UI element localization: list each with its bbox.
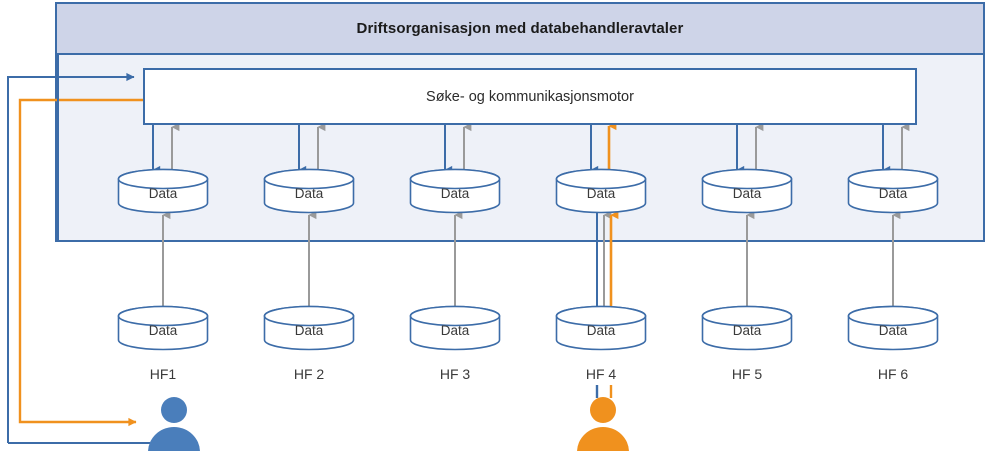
person-icon-hf4-actor[interactable] bbox=[574, 396, 632, 451]
data-store-hf4[interactable]: Data bbox=[555, 168, 647, 214]
source-store-label: Data bbox=[294, 323, 324, 338]
source-to-store-arrows bbox=[162, 210, 901, 307]
source-store-hf4[interactable]: Data bbox=[555, 305, 647, 351]
hf-label-hf3: HF 3 bbox=[439, 366, 471, 382]
person-icon-left-actor[interactable] bbox=[145, 396, 203, 451]
engine-to-store-arrows bbox=[152, 122, 910, 175]
orange-feedback-route bbox=[18, 98, 143, 427]
hf4-actor-links bbox=[595, 385, 613, 398]
blue-feedback-route bbox=[7, 72, 150, 444]
data-store-label: Data bbox=[294, 186, 324, 201]
source-store-label: Data bbox=[586, 323, 616, 338]
data-store-label: Data bbox=[732, 186, 762, 201]
source-store-label: Data bbox=[878, 323, 908, 338]
source-store-hf2[interactable]: Data bbox=[263, 305, 355, 351]
operations-organisation-header: Driftsorganisasjon med databehandleravta… bbox=[55, 2, 985, 55]
data-store-hf3[interactable]: Data bbox=[409, 168, 501, 214]
data-store-hf1[interactable]: Data bbox=[117, 168, 209, 214]
hf-label-hf5: HF 5 bbox=[731, 366, 763, 382]
data-store-label: Data bbox=[878, 186, 908, 201]
search-communication-engine[interactable]: Søke- og kommunikasjonsmotor bbox=[143, 68, 917, 125]
hf-label-hf1: HF1 bbox=[149, 366, 177, 382]
source-store-label: Data bbox=[148, 323, 178, 338]
source-store-hf5[interactable]: Data bbox=[701, 305, 793, 351]
data-store-label: Data bbox=[440, 186, 470, 201]
hf-label-hf2: HF 2 bbox=[293, 366, 325, 382]
data-store-label: Data bbox=[586, 186, 616, 201]
engine-label: Søke- og kommunikasjonsmotor bbox=[426, 88, 634, 105]
page-title: Driftsorganisasjon med databehandleravta… bbox=[356, 20, 684, 37]
data-store-hf5[interactable]: Data bbox=[701, 168, 793, 214]
hf-label-hf4: HF 4 bbox=[585, 366, 617, 382]
data-store-hf6[interactable]: Data bbox=[847, 168, 939, 214]
hf4-vertical-flows bbox=[596, 210, 619, 315]
hf-label-hf6: HF 6 bbox=[877, 366, 909, 382]
source-store-label: Data bbox=[732, 323, 762, 338]
data-store-hf2[interactable]: Data bbox=[263, 168, 355, 214]
source-store-label: Data bbox=[440, 323, 470, 338]
source-store-hf3[interactable]: Data bbox=[409, 305, 501, 351]
source-store-hf1[interactable]: Data bbox=[117, 305, 209, 351]
source-store-hf6[interactable]: Data bbox=[847, 305, 939, 351]
data-store-label: Data bbox=[148, 186, 178, 201]
